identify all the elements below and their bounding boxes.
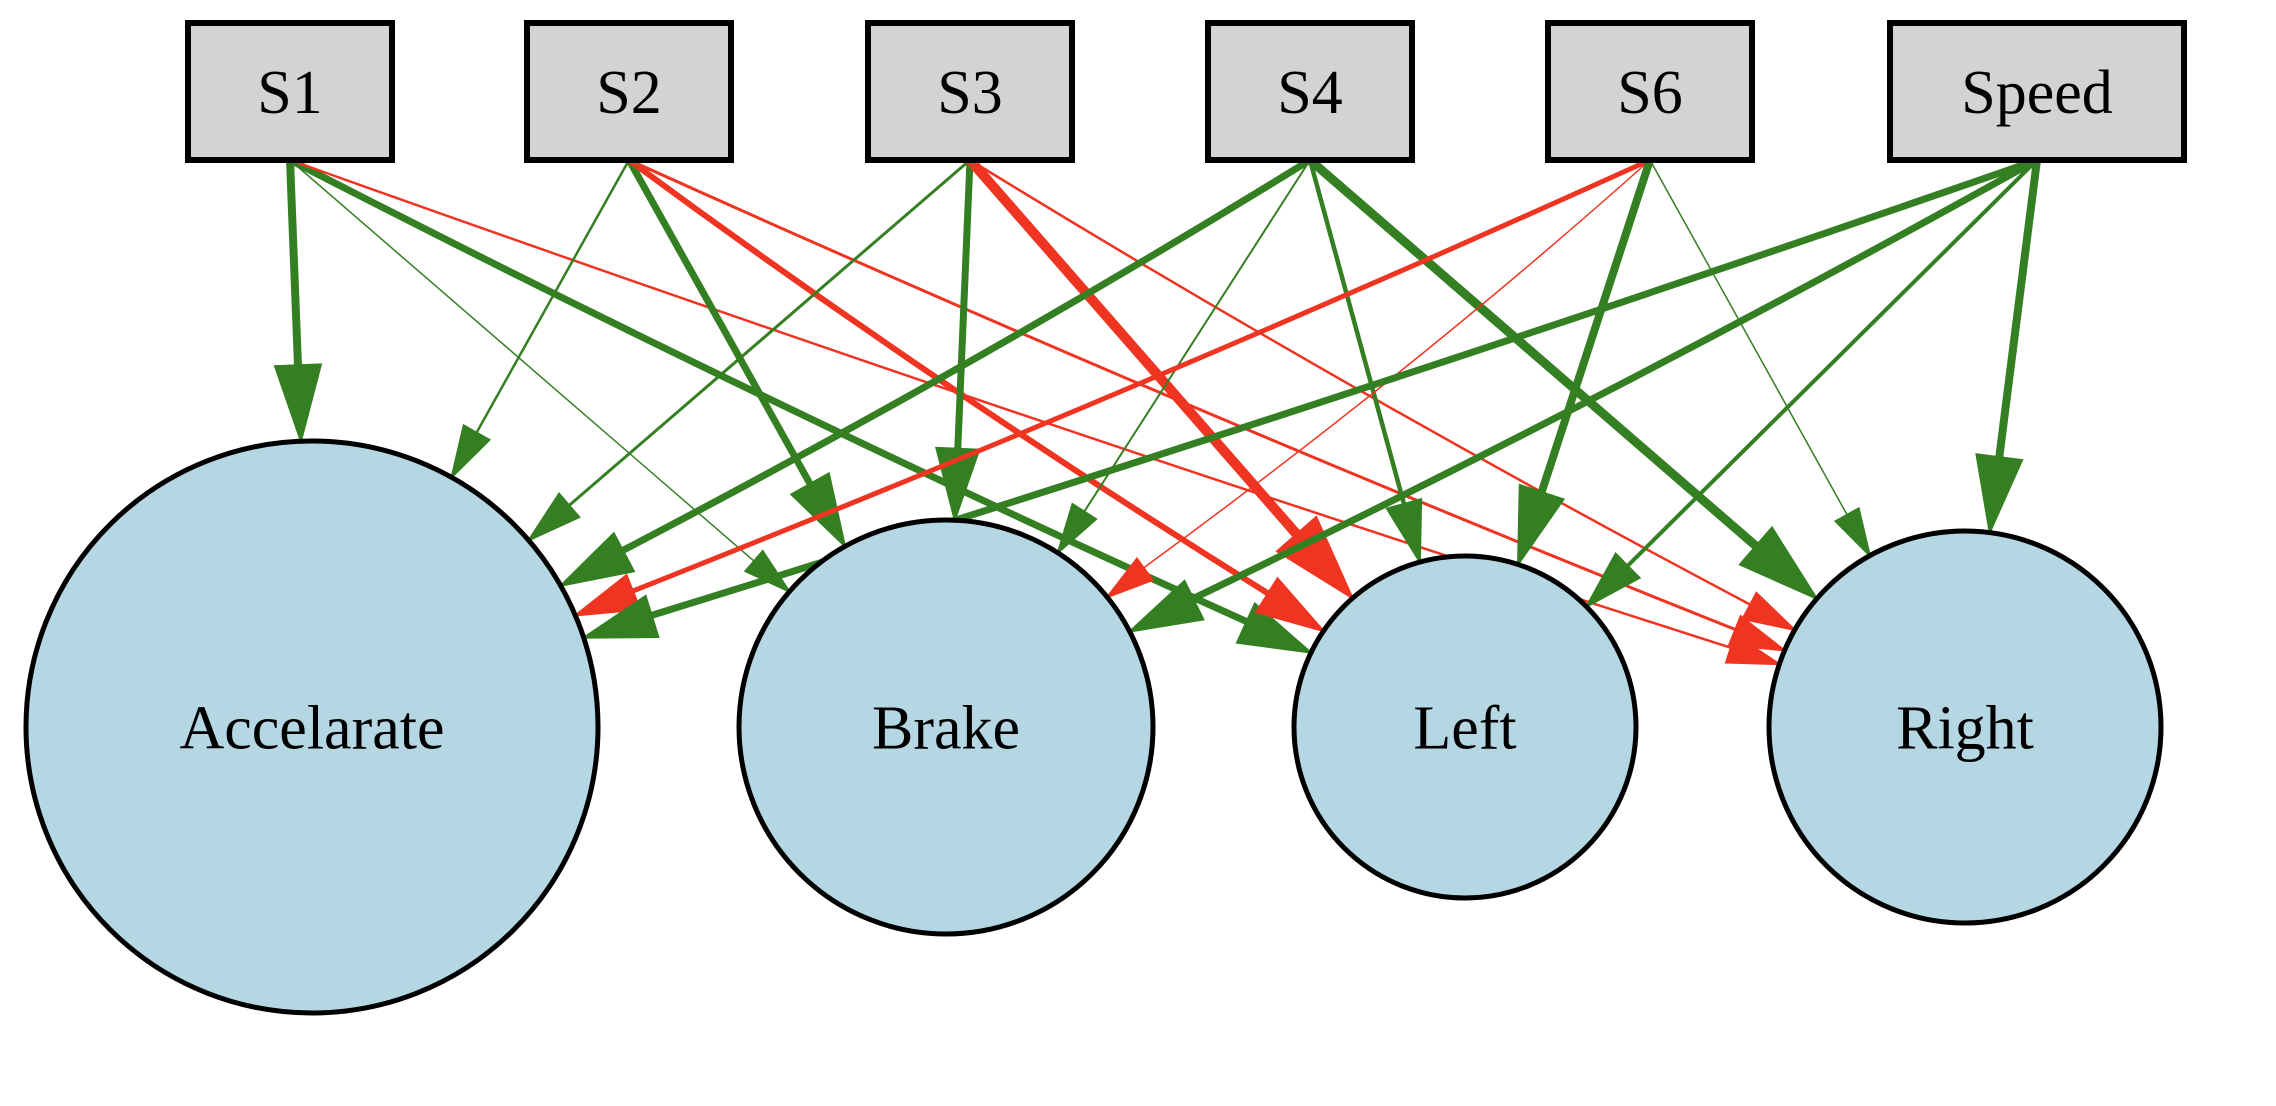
edge-arrowhead <box>1738 525 1820 601</box>
input-node-speed: Speed <box>1887 20 2187 163</box>
edge-arrowhead <box>1833 506 1872 559</box>
edge-arrowhead <box>1727 614 1788 652</box>
edge-line <box>1995 159 2041 458</box>
edge-arrowhead <box>1516 483 1566 568</box>
edge-line <box>1191 156 2039 602</box>
edge-s6-to-accelarate <box>572 157 1652 617</box>
input-node-label: S6 <box>1617 59 1682 127</box>
edge-speed-to-brake <box>1126 156 2039 634</box>
edge-line <box>621 157 1312 554</box>
output-node-left: Left <box>1291 553 1639 901</box>
edge-s4-to-right <box>1307 156 1820 601</box>
input-node-box <box>524 20 734 163</box>
edge-speed-to-right <box>1975 159 2041 536</box>
edge-arrowhead <box>580 594 660 639</box>
edge-arrowhead <box>1055 502 1098 556</box>
output-node-accelarate: Accelarate <box>23 438 601 1016</box>
input-node-box <box>865 20 1075 163</box>
edge-line <box>1626 158 2039 568</box>
input-node-s6: S6 <box>1545 20 1755 163</box>
edge-line <box>1649 159 1848 516</box>
input-node-label: S1 <box>257 59 322 127</box>
edge-line <box>1307 159 1407 505</box>
output-node-circle <box>1291 553 1639 901</box>
input-node-box <box>185 20 395 163</box>
edge-s6-to-brake <box>1104 159 1651 600</box>
input-node-s1: S1 <box>185 20 395 163</box>
edge-arrowhead <box>273 363 323 445</box>
input-node-label: Speed <box>1961 59 2113 127</box>
input-node-label: S4 <box>1277 59 1342 127</box>
edge-line <box>954 159 974 449</box>
input-node-label: S3 <box>937 59 1002 127</box>
edge-arrowhead <box>1275 515 1355 601</box>
edge-s3-to-accelarate <box>525 158 971 543</box>
edge-s4-to-brake <box>1055 159 1311 556</box>
input-node-box <box>1887 20 2187 163</box>
edge-speed-to-left <box>1583 158 2039 610</box>
output-node-right: Right <box>1766 528 2164 926</box>
edge-s3-to-right <box>969 158 1798 632</box>
edge-s4-to-accelarate <box>557 157 1312 588</box>
edge-arrowhead <box>1741 591 1798 632</box>
input-node-s4: S4 <box>1205 20 1415 163</box>
edge-arrowhead <box>1583 552 1642 610</box>
output-node-label: Right <box>1896 695 2034 763</box>
edge-line <box>286 159 302 366</box>
edge-line <box>625 158 814 486</box>
edge-arrowhead <box>1104 557 1155 600</box>
edge-line <box>475 159 631 434</box>
edge-s6-to-left <box>1516 158 1654 568</box>
output-node-label: Left <box>1413 695 1516 763</box>
input-node-s3: S3 <box>865 20 1075 163</box>
output-node-circle <box>1766 528 2164 926</box>
edge-s2-to-accelarate <box>449 159 631 481</box>
edge-arrowhead <box>557 531 636 588</box>
edge-arrowhead <box>1385 497 1423 566</box>
edge-s6-to-right <box>1649 159 1872 559</box>
edge-s1-to-accelarate <box>273 159 323 445</box>
edge-line <box>1537 158 1654 494</box>
edge-line <box>568 158 971 507</box>
edge-s4-to-left <box>1307 159 1423 566</box>
edge-arrowhead <box>1126 579 1205 634</box>
output-node-label: Brake <box>872 695 1020 763</box>
input-node-box <box>1205 20 1415 163</box>
output-node-brake: Brake <box>736 517 1156 937</box>
edge-line <box>1143 159 1651 569</box>
input-node-label: S2 <box>596 59 661 127</box>
output-node-circle <box>736 517 1156 937</box>
edge-arrowhead <box>1235 601 1315 655</box>
edge-line <box>1083 159 1311 513</box>
edge-arrowhead <box>449 423 492 481</box>
edge-arrowhead <box>1254 576 1327 633</box>
edge-arrowhead <box>525 491 581 543</box>
edge-line <box>1307 156 1759 550</box>
output-node-circle <box>23 438 601 1016</box>
edge-s3-to-left <box>966 156 1355 601</box>
edge-line <box>966 156 1301 538</box>
edge-arrowhead <box>572 573 642 617</box>
input-node-box <box>1545 20 1755 163</box>
edge-line <box>969 158 1751 606</box>
output-node-label: Accelarate <box>180 695 445 763</box>
input-node-s2: S2 <box>524 20 734 163</box>
edge-line <box>289 159 755 562</box>
edge-arrowhead <box>1975 453 2024 536</box>
edge-line <box>631 157 1652 594</box>
